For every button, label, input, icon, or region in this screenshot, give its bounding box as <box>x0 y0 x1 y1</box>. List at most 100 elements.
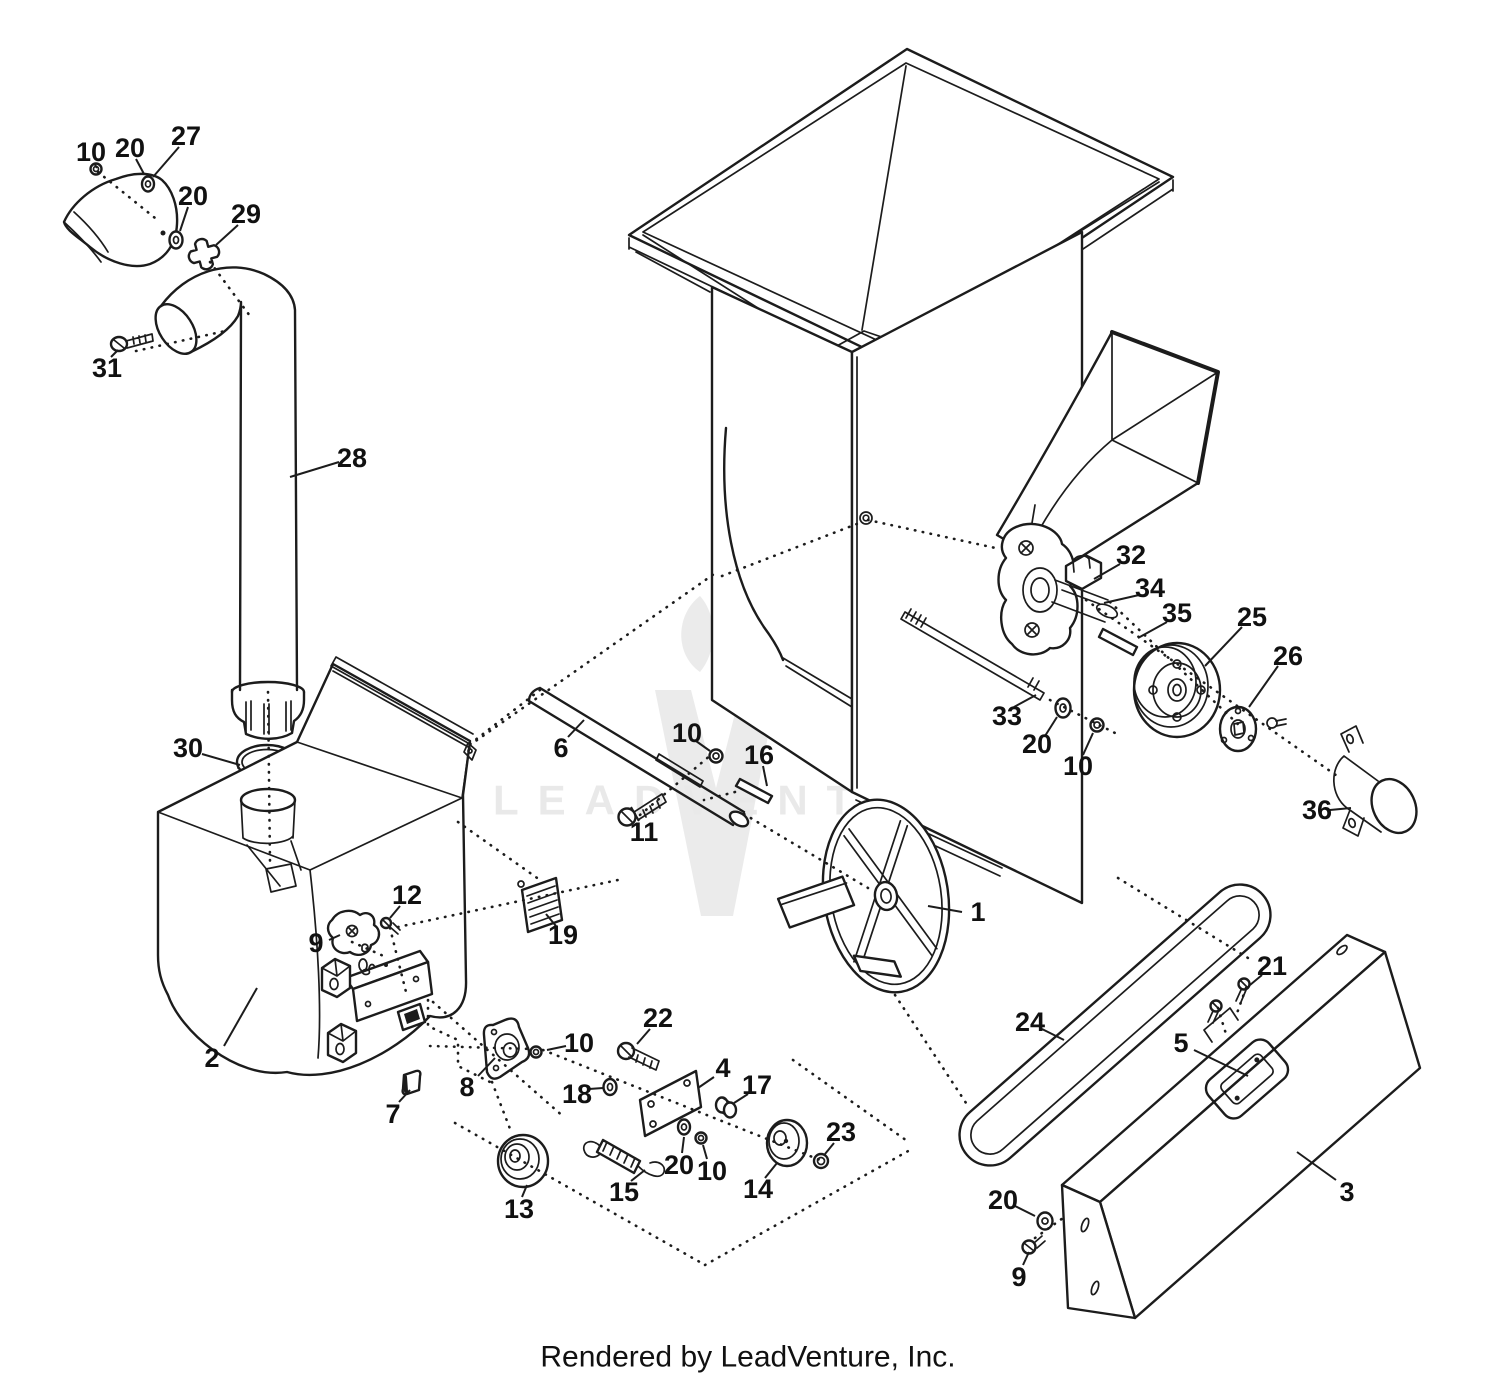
bearing-assembly-32 <box>997 522 1119 656</box>
part-label-28[interactable]: 28 <box>337 443 367 473</box>
part-leader-34 <box>1103 594 1140 604</box>
bearing-shaft-end <box>1095 603 1119 619</box>
part-leader-15 <box>630 1169 646 1182</box>
part-label-3[interactable]: 3 <box>1339 1177 1354 1207</box>
part-leader-20 <box>681 1136 685 1154</box>
part-label-31[interactable]: 31 <box>92 353 122 383</box>
part-label-4[interactable]: 4 <box>715 1053 730 1083</box>
bearing-bore <box>1030 577 1050 603</box>
part-label-10[interactable]: 10 <box>672 718 702 748</box>
part-label-10[interactable]: 10 <box>564 1028 594 1058</box>
part-label-20[interactable]: 20 <box>664 1150 694 1180</box>
part-leader-33 <box>1013 694 1037 708</box>
part-leader-18 <box>588 1087 604 1090</box>
rod-33-threads <box>905 608 1040 691</box>
plate-4 <box>638 1069 703 1138</box>
part-leader-31 <box>110 349 119 358</box>
pulley-25 <box>1132 641 1222 739</box>
part-leader-10 <box>1082 732 1094 756</box>
clip-7 <box>401 1069 422 1096</box>
washer-20-topleft-a <box>140 175 156 193</box>
part-leader-9 <box>1022 1251 1030 1266</box>
part-label-9[interactable]: 9 <box>308 928 323 958</box>
impeller-paddle <box>776 875 856 929</box>
part-label-8[interactable]: 8 <box>459 1072 474 1102</box>
part-label-1[interactable]: 1 <box>970 897 985 927</box>
part-label-7[interactable]: 7 <box>385 1099 400 1129</box>
part-label-35[interactable]: 35 <box>1162 598 1192 628</box>
part-leader-20 <box>135 158 145 175</box>
part-leader-27 <box>152 146 180 178</box>
part-label-26[interactable]: 26 <box>1273 641 1303 671</box>
idler-pulley-14 <box>765 1118 809 1168</box>
knob-29 <box>187 237 221 271</box>
clip-32 <box>1064 553 1103 591</box>
part-label-6[interactable]: 6 <box>553 733 568 763</box>
bag-front-crease <box>309 869 321 1059</box>
nut-10-bottom <box>694 1131 708 1145</box>
part-leader-7 <box>398 1089 411 1103</box>
part-label-11[interactable]: 11 <box>630 817 659 847</box>
part-label-21[interactable]: 21 <box>1257 951 1287 981</box>
part-label-9[interactable]: 9 <box>1011 1262 1026 1292</box>
bolt-11 <box>617 793 667 827</box>
part-leader-10 <box>93 162 98 169</box>
hopper-front-face <box>710 285 854 794</box>
part-label-20[interactable]: 20 <box>178 181 208 211</box>
shaft-6 <box>527 686 750 828</box>
part-label-29[interactable]: 29 <box>231 199 261 229</box>
part-leader-35 <box>1137 621 1168 639</box>
part-label-2[interactable]: 2 <box>204 1043 219 1073</box>
part-label-12[interactable]: 12 <box>392 880 422 910</box>
bag-funnel <box>246 840 302 893</box>
channel-bracket <box>343 949 434 1023</box>
part-label-18[interactable]: 18 <box>562 1079 592 1109</box>
part-label-20[interactable]: 20 <box>988 1185 1018 1215</box>
part-label-5[interactable]: 5 <box>1173 1028 1188 1058</box>
discharge-tube-28 <box>154 266 306 740</box>
part-label-10[interactable]: 10 <box>76 137 106 167</box>
part-leader-22 <box>636 1028 651 1045</box>
hub-26-screw <box>1266 717 1278 729</box>
part-label-10[interactable]: 10 <box>697 1156 727 1186</box>
part-label-34[interactable]: 34 <box>1135 573 1165 603</box>
wedge-plate <box>396 1002 427 1032</box>
part-leader-2 <box>223 987 258 1047</box>
part-label-27[interactable]: 27 <box>171 121 201 151</box>
part-leader-20 <box>1044 716 1058 737</box>
spacer-17 <box>714 1096 738 1119</box>
part-leader-13 <box>521 1184 528 1198</box>
part-leader-30 <box>201 753 241 766</box>
hopper-volute-curve <box>723 426 785 662</box>
part-label-15[interactable]: 15 <box>609 1177 639 1207</box>
part-label-25[interactable]: 25 <box>1237 602 1267 632</box>
nut-10-bearing <box>529 1045 543 1059</box>
part-label-16[interactable]: 16 <box>744 740 774 770</box>
hub-26 <box>1218 705 1287 753</box>
part-label-36[interactable]: 36 <box>1302 795 1332 825</box>
bearing-boss <box>1022 567 1058 613</box>
bag-hardware <box>320 876 564 1096</box>
part-label-10[interactable]: 10 <box>1063 751 1093 781</box>
part-label-17[interactable]: 17 <box>742 1070 772 1100</box>
part-leader-8 <box>477 1057 496 1077</box>
part-label-30[interactable]: 30 <box>173 733 203 763</box>
part-label-14[interactable]: 14 <box>743 1174 773 1204</box>
part-label-20[interactable]: 20 <box>1022 729 1052 759</box>
part-label-20[interactable]: 20 <box>115 133 145 163</box>
part-label-23[interactable]: 23 <box>826 1117 856 1147</box>
part-label-32[interactable]: 32 <box>1116 540 1146 570</box>
nut-23 <box>812 1152 830 1170</box>
part-label-33[interactable]: 33 <box>992 701 1022 731</box>
washer-20-topleft-b <box>168 230 184 250</box>
pulley-13 <box>496 1133 550 1189</box>
part-label-19[interactable]: 19 <box>548 920 578 950</box>
part-label-22[interactable]: 22 <box>643 1003 673 1033</box>
part-leader-20 <box>1014 1205 1036 1217</box>
part-leader-21 <box>1249 974 1263 986</box>
part-label-13[interactable]: 13 <box>504 1194 534 1224</box>
nut-10-right <box>1089 717 1105 733</box>
part-label-24[interactable]: 24 <box>1015 1007 1045 1037</box>
part-leader-16 <box>762 765 768 787</box>
side-chute <box>995 330 1220 569</box>
